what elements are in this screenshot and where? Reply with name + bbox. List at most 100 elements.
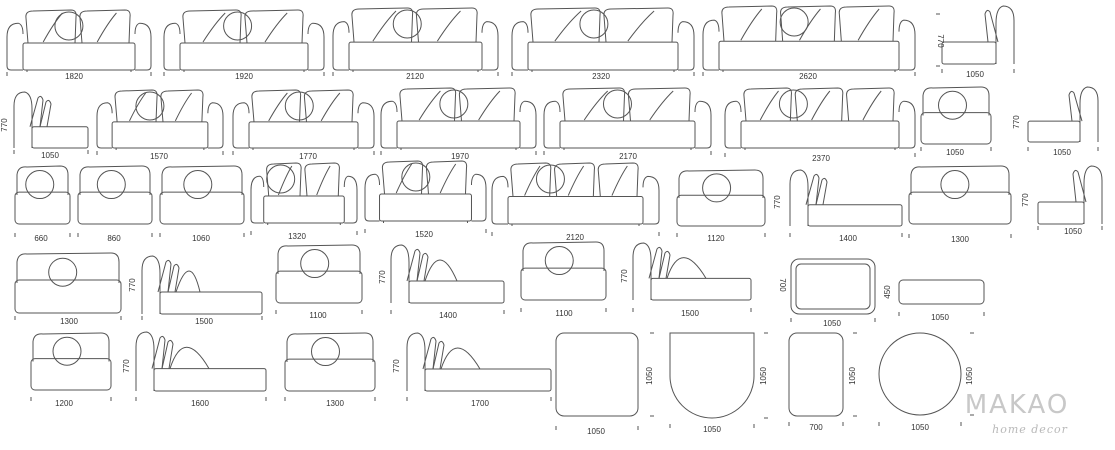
- module-base: [159, 191, 245, 225]
- back-cushion: [780, 5, 836, 42]
- height-label: 770: [0, 118, 9, 132]
- back-cushion: [251, 89, 302, 122]
- round-pillow: [54, 11, 84, 41]
- back-cushion: [160, 89, 204, 122]
- width-label: 1100: [555, 309, 573, 318]
- back-cushion: [304, 162, 340, 197]
- chaise-seat: [1037, 201, 1085, 225]
- cushion-wrinkle: [611, 165, 628, 196]
- table-top: [788, 332, 844, 417]
- width-label: 2320: [592, 72, 610, 81]
- height-label: 770: [1012, 115, 1021, 129]
- module-back: [277, 244, 361, 274]
- sofa-arm-left: [364, 173, 381, 222]
- back-cushion: [381, 160, 424, 195]
- tray-table: [790, 258, 876, 322]
- width-label: 1770: [299, 152, 317, 161]
- round-pillow: [778, 89, 808, 119]
- lean-cushion: [167, 263, 180, 293]
- module-base: [14, 279, 122, 314]
- sofa-arm-right: [677, 21, 695, 71]
- chaise-arm: [13, 91, 33, 148]
- width-label: 1050: [823, 319, 841, 328]
- lean-cushion: [29, 95, 44, 127]
- width-label: 1050: [703, 425, 721, 434]
- sofa-arm-left: [232, 102, 250, 149]
- width-label: 1500: [681, 309, 699, 318]
- lean-cushion: [416, 252, 429, 282]
- width-label: 1060: [192, 234, 210, 243]
- width-label: 1820: [65, 72, 83, 81]
- pouf-body: [898, 279, 985, 305]
- width-label: 1300: [326, 399, 344, 408]
- chaise-module: [406, 332, 552, 401]
- lean-cushion: [648, 246, 663, 279]
- chaise-seat: [424, 368, 552, 392]
- module-base: [676, 194, 766, 227]
- round-pillow: [52, 336, 82, 366]
- module-back: [32, 332, 110, 362]
- height-label: 770: [128, 278, 137, 292]
- chaise-seat: [408, 280, 505, 304]
- module-base: [908, 191, 1012, 225]
- sofa-arm-left: [6, 22, 24, 71]
- chaise-seat: [153, 368, 267, 392]
- sofa-seat: [348, 41, 483, 71]
- round-pillow: [48, 257, 78, 287]
- back-cushion: [415, 7, 478, 43]
- height-label: 1050: [848, 367, 857, 385]
- cushion-wrinkle: [42, 12, 63, 43]
- sofa-seat: [379, 193, 472, 222]
- lean-cushion: [984, 9, 999, 43]
- chaise-module: [632, 242, 752, 312]
- module-back: [286, 332, 374, 362]
- height-label: 770: [122, 359, 131, 373]
- lean-cushion: [161, 339, 174, 369]
- rect-table: [788, 332, 857, 426]
- dimension-line: [936, 13, 940, 67]
- cushion-wrinkle: [799, 8, 821, 41]
- chaise-seat: [941, 41, 997, 65]
- round-pillow: [135, 91, 165, 121]
- module-base: [920, 112, 992, 145]
- chaise-seat: [807, 204, 903, 227]
- sofa-module: [364, 160, 487, 233]
- width-label: 1050: [931, 313, 949, 322]
- round-pillow: [535, 164, 565, 194]
- round-pillow: [96, 170, 126, 200]
- sofa-module: [332, 7, 499, 76]
- sofa-arm-right: [134, 22, 152, 71]
- width-label: 1100: [309, 311, 327, 320]
- cushion-wrinkle: [174, 92, 192, 122]
- lean-cushion: [432, 340, 445, 370]
- chaise-arm: [1083, 165, 1103, 224]
- backrest-arc: [169, 347, 210, 369]
- sofa-seat: [559, 120, 696, 149]
- sofa-module: [96, 89, 224, 155]
- sofa-seat: [248, 121, 359, 149]
- round-pillow: [602, 89, 632, 119]
- width-label: 2120: [406, 72, 424, 81]
- round-pillow: [25, 170, 55, 200]
- module-back: [678, 169, 764, 198]
- chaise-module: [1027, 86, 1099, 151]
- sofa-module: [6, 9, 152, 76]
- cushion-wrinkle: [567, 165, 585, 196]
- module-base: [284, 358, 376, 392]
- height-label: 770: [773, 195, 782, 209]
- back-cushion: [266, 162, 302, 197]
- sofa-arm-right: [307, 22, 325, 71]
- module-base: [520, 267, 607, 301]
- chaise-seat: [1027, 120, 1081, 143]
- chaise-arm: [406, 332, 426, 391]
- height-label: 1050: [759, 367, 768, 385]
- table-top: [669, 332, 755, 419]
- sofa-arm-right: [898, 19, 916, 71]
- width-label: 1200: [55, 399, 73, 408]
- lean-cushion: [815, 177, 828, 205]
- backrest-arc: [424, 259, 458, 282]
- round-pillow: [311, 337, 340, 367]
- sofa-seat: [396, 120, 521, 149]
- back-cushion: [562, 87, 626, 122]
- sofa-seat: [179, 42, 309, 71]
